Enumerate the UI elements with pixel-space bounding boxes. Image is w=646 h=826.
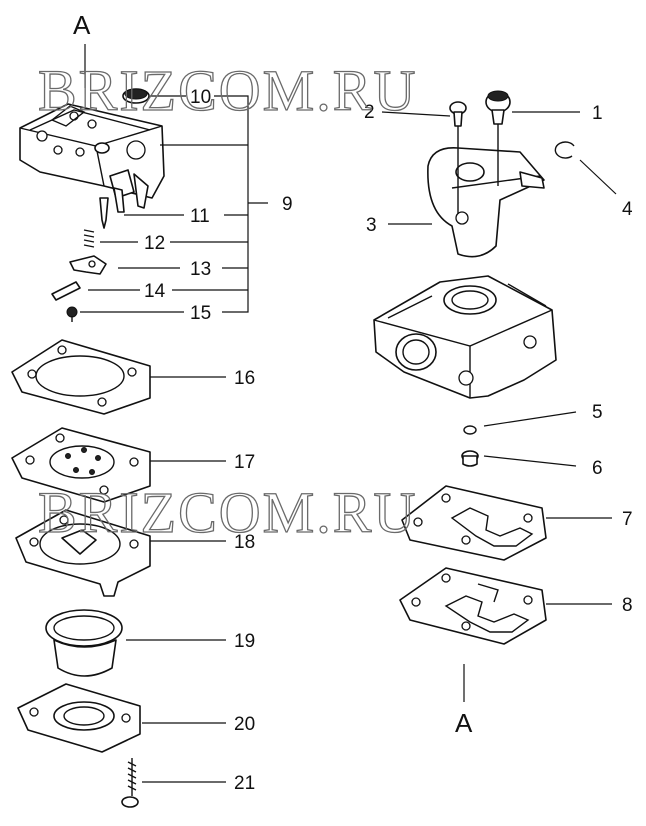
callout-18: 18 bbox=[234, 532, 255, 553]
part-16-pump-gasket bbox=[11, 339, 151, 415]
view-mark-a-bottom: A bbox=[455, 708, 473, 738]
callout-11: 11 bbox=[190, 206, 210, 227]
bracket-9 bbox=[170, 95, 268, 313]
callout-20: 20 bbox=[234, 714, 255, 735]
lead-6 bbox=[483, 455, 577, 467]
callout-19: 19 bbox=[234, 631, 255, 652]
callout-10: 10 bbox=[190, 87, 211, 108]
part-8-metering-diaphragm bbox=[399, 567, 547, 645]
carburetor-body bbox=[373, 275, 557, 399]
callout-17: 17 bbox=[234, 452, 255, 473]
part-21-screw bbox=[121, 758, 139, 808]
view-mark-a-top: A bbox=[73, 10, 91, 40]
callout-6: 6 bbox=[592, 458, 603, 479]
watermark-top: BRIZCOM.RU bbox=[38, 58, 417, 123]
part-2-screw bbox=[449, 101, 467, 127]
part-15-screw bbox=[66, 306, 78, 322]
part-17-pump-diaphragm bbox=[11, 427, 151, 503]
callout-15: 15 bbox=[190, 303, 211, 324]
part-1-adjust-screw bbox=[485, 90, 511, 125]
part-14-lever-pin bbox=[51, 281, 81, 301]
callout-21: 21 bbox=[234, 773, 255, 794]
part-4-e-clip bbox=[554, 141, 575, 159]
callout-2: 2 bbox=[364, 102, 375, 123]
part-7-gasket bbox=[401, 485, 547, 561]
part-10-filter-screen bbox=[122, 88, 150, 104]
lead-2 bbox=[381, 111, 451, 117]
callout-12: 12 bbox=[144, 233, 165, 254]
callout-9: 9 bbox=[282, 194, 293, 215]
part-3-throttle-valve bbox=[427, 124, 545, 258]
callout-1: 1 bbox=[592, 103, 603, 124]
part-20-retainer-plate bbox=[17, 683, 141, 753]
lead-4 bbox=[579, 159, 617, 195]
callout-16: 16 bbox=[234, 368, 255, 389]
callout-14: 14 bbox=[144, 281, 166, 302]
part-18-pump-body bbox=[15, 509, 151, 597]
callout-7: 7 bbox=[622, 509, 633, 530]
callout-5: 5 bbox=[592, 402, 603, 423]
callout-4: 4 bbox=[622, 199, 633, 220]
part-5-o-ring bbox=[463, 425, 477, 435]
callout-13: 13 bbox=[190, 259, 211, 280]
part-6-plug bbox=[461, 450, 479, 467]
lead-5 bbox=[483, 411, 577, 427]
part-13-control-lever bbox=[69, 255, 107, 275]
part-11-inlet-needle bbox=[99, 197, 109, 229]
pump-cover bbox=[19, 103, 165, 213]
watermark-middle: BRIZCOM.RU bbox=[38, 480, 417, 545]
part-12-spring bbox=[83, 229, 95, 248]
callout-8: 8 bbox=[622, 595, 633, 616]
callout-3: 3 bbox=[366, 215, 377, 236]
part-19-primer-bulb bbox=[45, 609, 123, 677]
